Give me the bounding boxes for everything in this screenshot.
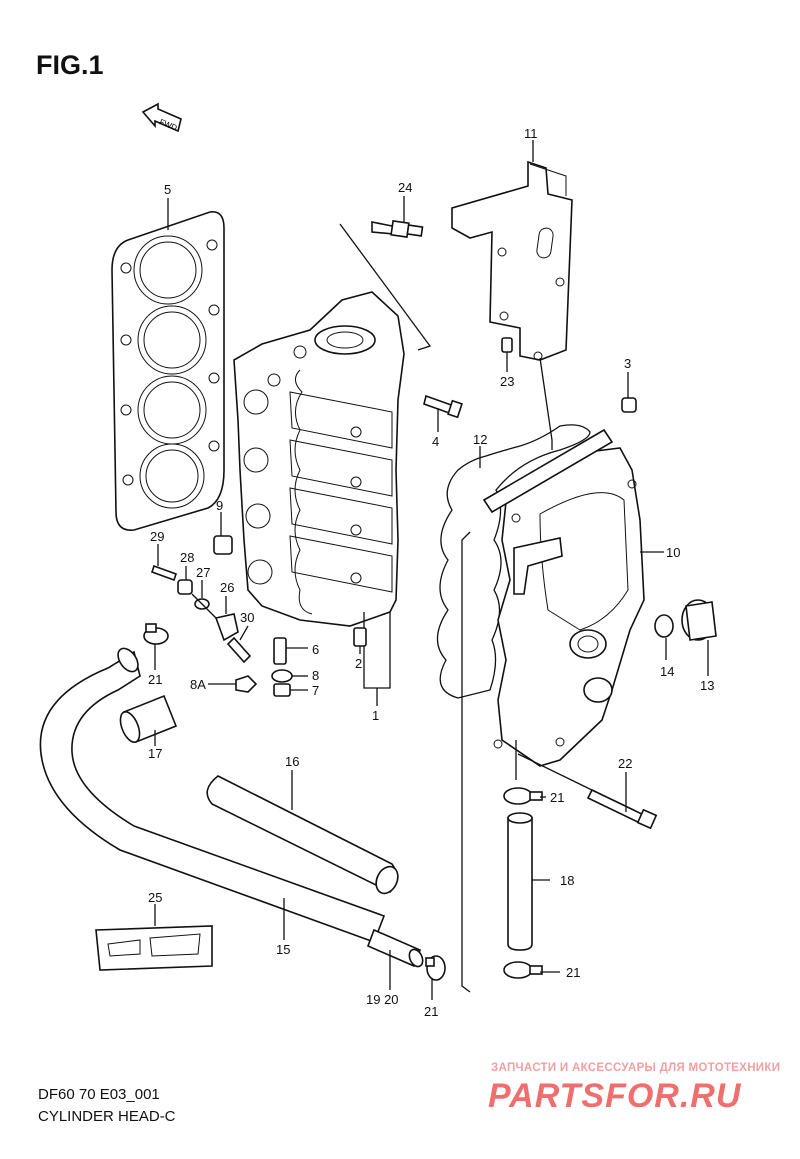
watermark-logo: PARTSFOR.RU — [488, 1077, 742, 1115]
callout-24: 24 — [398, 180, 412, 195]
nut-7 — [273, 683, 308, 697]
bolt-30 — [226, 625, 252, 664]
cylinder-head — [233, 291, 405, 706]
hose-clamp-a — [143, 623, 169, 670]
callout-4: 4 — [432, 434, 439, 449]
callout-8: 8 — [312, 668, 319, 683]
bolt-4 — [423, 394, 463, 432]
callout-16: 16 — [285, 754, 299, 769]
callout-21-d: 21 — [424, 1004, 438, 1019]
bracket-bolt — [501, 337, 513, 372]
callout-27: 27 — [196, 565, 210, 580]
callout-28: 28 — [180, 550, 194, 565]
callout-21-a: 21 — [148, 672, 162, 687]
callout-11: 11 — [524, 126, 538, 141]
watermark-tagline: ЗАПЧАСТИ И АКСЕССУАРЫ ДЛЯ МОТОТЕХНИКИ — [491, 1062, 781, 1074]
sleeve-28 — [177, 566, 193, 595]
stud-6 — [273, 637, 308, 665]
hose-16 — [206, 770, 399, 895]
figure-code: DF60 70 E03_001 — [38, 1086, 160, 1103]
callout-8a: 8A — [190, 677, 206, 692]
callout-13: 13 — [700, 678, 714, 693]
oil-filler-cap — [681, 599, 717, 676]
washer-8 — [271, 669, 308, 683]
callout-17: 17 — [148, 746, 162, 761]
callout-3: 3 — [624, 356, 631, 371]
callout-numbers: 1 2 3 4 5 6 7 8 8A 9 10 11 12 13 14 15 1… — [148, 126, 714, 1019]
cylinder-head-cover — [482, 428, 664, 780]
bolt-22 — [517, 753, 658, 830]
figure-title: FIG.1 — [36, 50, 104, 80]
callout-18: 18 — [560, 873, 574, 888]
callout-12: 12 — [473, 432, 487, 447]
fitting-26 — [191, 593, 239, 642]
nut-8a — [208, 675, 258, 693]
hose-18 — [507, 812, 550, 951]
assembly-line — [461, 531, 471, 993]
callout-22: 22 — [618, 756, 632, 771]
bolt-29 — [150, 544, 178, 582]
callout-21-b: 21 — [550, 790, 564, 805]
washer-27 — [194, 580, 210, 610]
callout-5: 5 — [164, 182, 171, 197]
callout-29: 29 — [150, 529, 164, 544]
callout-6: 6 — [312, 642, 319, 657]
cover-gasket — [436, 424, 591, 699]
figure-name: CYLINDER HEAD-C — [38, 1108, 176, 1125]
callout-25: 25 — [148, 890, 162, 905]
callout-7: 7 — [312, 683, 319, 698]
callout-9: 9 — [216, 498, 223, 513]
hose-clamp-b — [503, 787, 546, 805]
plug-cap — [621, 372, 637, 413]
cylinder-head-gasket — [111, 198, 225, 531]
callout-23: 23 — [500, 374, 514, 389]
callout-2: 2 — [355, 656, 362, 671]
spark-plug — [339, 196, 432, 351]
hose-15 — [39, 647, 424, 990]
o-ring — [654, 614, 674, 660]
callout-30: 30 — [240, 610, 254, 625]
callout-14: 14 — [660, 664, 674, 679]
callout-19-20: 19 20 — [366, 992, 399, 1007]
callout-10: 10 — [666, 545, 680, 560]
forward-arrow-icon: FWD — [141, 102, 182, 133]
hose-clamp-c — [503, 961, 560, 979]
bolt-2 — [353, 627, 367, 654]
callout-1: 1 — [372, 708, 379, 723]
mounting-bracket — [451, 140, 573, 450]
dowel-pin-9 — [213, 512, 233, 555]
callout-21-c: 21 — [566, 965, 580, 980]
hose-17 — [119, 694, 178, 746]
cylinder-head-label — [95, 904, 213, 971]
callout-15: 15 — [276, 942, 290, 957]
callout-26: 26 — [220, 580, 234, 595]
hose-clamp-d — [425, 955, 446, 1000]
